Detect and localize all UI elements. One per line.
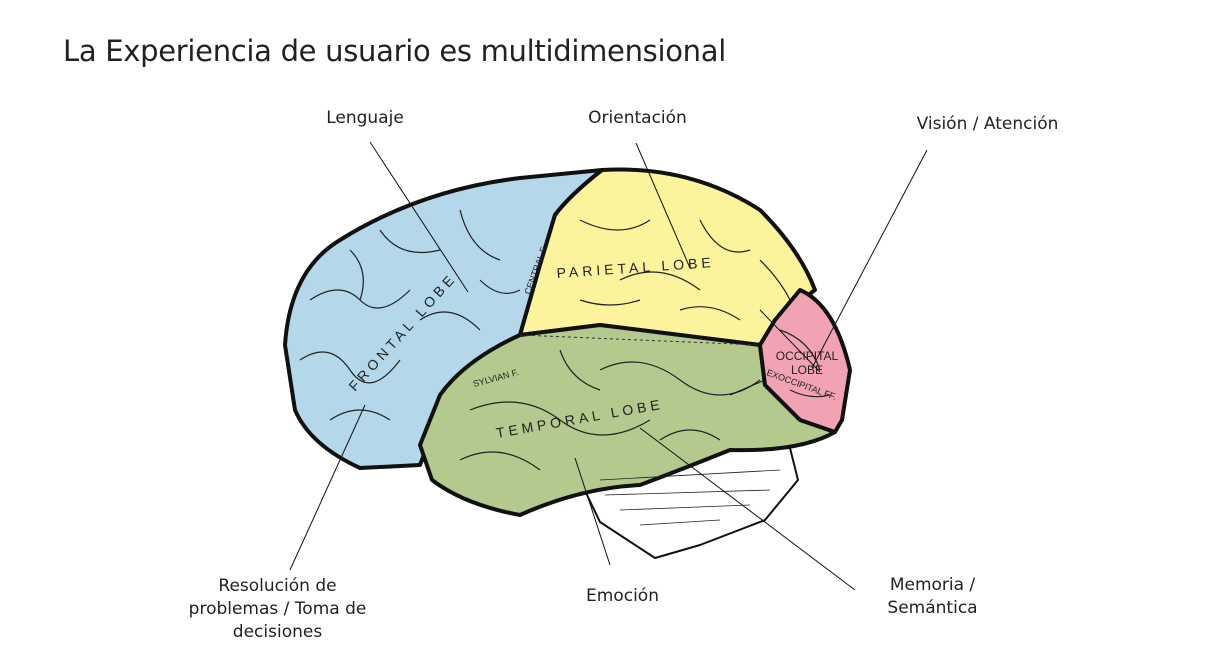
label-line: Memoria / [889, 575, 976, 595]
label-line: Resolución de [218, 576, 337, 596]
label-line: decisiones [232, 622, 323, 642]
parietal-lobe [518, 167, 817, 347]
label-resolucion-problemas: Resolución de problemas / Toma de decisi… [170, 575, 385, 644]
dotted-boundary [519, 334, 761, 346]
gyri-lines [299, 209, 831, 526]
temporal-lobe [418, 323, 837, 517]
label-line: problemas / Toma de [188, 599, 367, 619]
label-orientacion: Orientación [588, 108, 687, 128]
occipital-lobe [758, 288, 852, 434]
slide-title: La Experiencia de usuario es multidimens… [63, 34, 726, 68]
label-line: Semántica [887, 598, 978, 618]
callout-lines [289, 141, 928, 591]
label-lenguaje: Lenguaje [326, 108, 404, 128]
label-vision-atencion: Visión / Atención [916, 114, 1059, 134]
occipital-lobe-label: OCCIPITAL [776, 349, 839, 363]
label-memoria-semantica: Memoria / Semántica [870, 574, 995, 620]
label-emocion: Emoción [586, 586, 659, 606]
